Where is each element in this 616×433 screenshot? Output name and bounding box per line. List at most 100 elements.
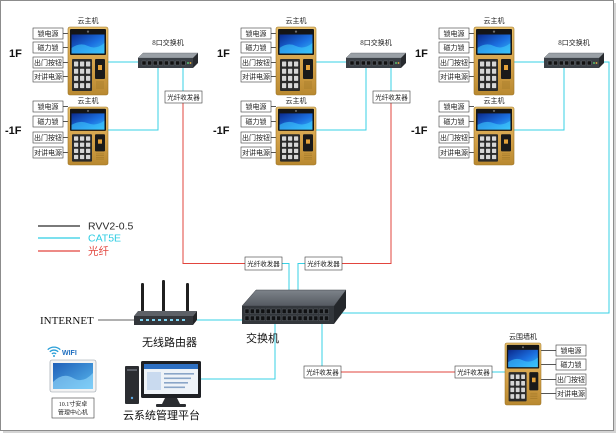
core-switch-port [276, 315, 281, 321]
core-switch-port [308, 315, 313, 321]
monitor-base [156, 404, 186, 407]
keypad-key [288, 61, 293, 67]
terminal-magnetic-lock: 磁力锁 [438, 115, 470, 128]
core-switch-port [260, 315, 266, 321]
terminal-exit-button-text: 出门按钮 [440, 58, 468, 67]
keypad-key [480, 75, 485, 81]
keypad-key [492, 68, 497, 74]
pc-label: 云系统管理平台 [123, 408, 200, 422]
core-switch-port [319, 315, 324, 321]
core-transceiver-left-text: 光纤收发器 [247, 259, 280, 268]
fiber-transceiver-frame [372, 90, 411, 104]
terminal-magnetic-lock: 磁力锁 [240, 41, 272, 54]
terminal-magnetic-lock: 磁力锁 [32, 115, 64, 128]
keypad-key [288, 148, 293, 153]
core-switch-port [324, 308, 329, 314]
keypad-key [282, 154, 287, 160]
switch-led [189, 62, 192, 64]
router-led [146, 319, 149, 321]
terminal-exit-button-frame [438, 131, 470, 144]
terminal-exit-button-frame [32, 56, 64, 69]
terminal-lock-power: 锁电源 [438, 27, 470, 40]
keypad [508, 372, 527, 402]
screen-wallpaper [477, 120, 511, 130]
keypad-key [74, 68, 79, 74]
keypad [72, 59, 92, 91]
tablet-caption-line: 10.1寸安卓 [59, 400, 88, 408]
terminal-lock-power-frame [240, 27, 272, 40]
camera-icon [86, 30, 90, 33]
keypad-key [510, 387, 515, 393]
fiber-link-trunk [342, 103, 392, 264]
card-reader-icon [532, 377, 536, 383]
terminal-intercom-power-frame [438, 146, 470, 159]
terminal-magnetic-lock-text: 磁力锁 [444, 117, 465, 126]
keypad-key [480, 148, 485, 153]
camera-icon [86, 109, 90, 112]
keypad-key [74, 75, 79, 81]
screen-text-line [164, 382, 188, 384]
wifi-icon [49, 349, 59, 353]
card-reader-icon [98, 65, 102, 70]
terminal-intercom-power-frame [555, 387, 587, 400]
cat5e-link-core-transceiver-right [297, 263, 305, 295]
terminal-magnetic-lock-frame [32, 41, 64, 54]
core-switch-top [241, 289, 347, 307]
core-switch-label: 交换机 [246, 331, 279, 345]
switch-port [164, 60, 169, 66]
eight-port-switch [543, 52, 605, 68]
switch-top [137, 52, 199, 59]
wall-link-transceiver-right-frame [454, 365, 493, 379]
wifi-icon-dot [53, 355, 55, 357]
keypad-key [282, 68, 287, 74]
switch-port [559, 60, 564, 66]
keypad-key [515, 374, 520, 380]
fiber-transceiver-frame [164, 90, 203, 104]
terminal-intercom-power-frame [438, 70, 470, 83]
wall-unit-label: 云围墙机 [509, 332, 537, 341]
core-switch-port [271, 308, 276, 314]
host-label: 云主机 [286, 16, 307, 25]
switch-port [181, 60, 186, 66]
keypad-key [282, 61, 287, 67]
core-switch-front [242, 306, 334, 324]
wireless-router [134, 280, 197, 325]
labels-layer: 1F云主机-1F云主机8口交换机1F云主机-1F云主机8口交换机1F云主机-1F… [5, 16, 590, 422]
terminal-lock-power: 锁电源 [240, 27, 272, 40]
router-led [182, 319, 185, 321]
keypad-key [492, 154, 497, 160]
wifi-icon [51, 352, 57, 355]
keypad-key [515, 394, 520, 399]
terminal-exit-button-frame [240, 131, 272, 144]
keypad-key [486, 136, 491, 141]
switch-port [158, 60, 163, 66]
keypad-key [492, 148, 497, 153]
legend-label: CAT5E [88, 233, 121, 245]
keypad-key [521, 387, 525, 393]
terminal-lock-power-frame [555, 344, 587, 357]
switch-port [587, 60, 592, 66]
terminal-exit-button-frame [240, 56, 272, 69]
terminal-intercom-power: 对讲电源 [32, 70, 64, 83]
keypad-key [282, 83, 287, 89]
core-switch-port [281, 315, 287, 321]
screen-wallpaper [279, 43, 313, 54]
screen-wallpaper [71, 43, 105, 54]
core-switch-port [292, 308, 297, 314]
core-switch-port [250, 308, 255, 314]
keypad-key [294, 75, 299, 81]
terminal-magnetic-lock-frame [438, 41, 470, 54]
keypad-key [74, 136, 79, 141]
terminal-magnetic-lock: 磁力锁 [32, 41, 64, 54]
core-switch-port [255, 308, 260, 314]
terminal-intercom-power: 对讲电源 [32, 146, 64, 159]
switch-side [401, 53, 406, 68]
terminal-lock-power: 锁电源 [438, 100, 470, 113]
switch-led [595, 62, 598, 64]
keypad-key [80, 75, 85, 81]
switch-port [570, 60, 575, 66]
keypad-key [288, 136, 293, 141]
keypad-key [480, 136, 485, 141]
switch-port [141, 60, 147, 66]
